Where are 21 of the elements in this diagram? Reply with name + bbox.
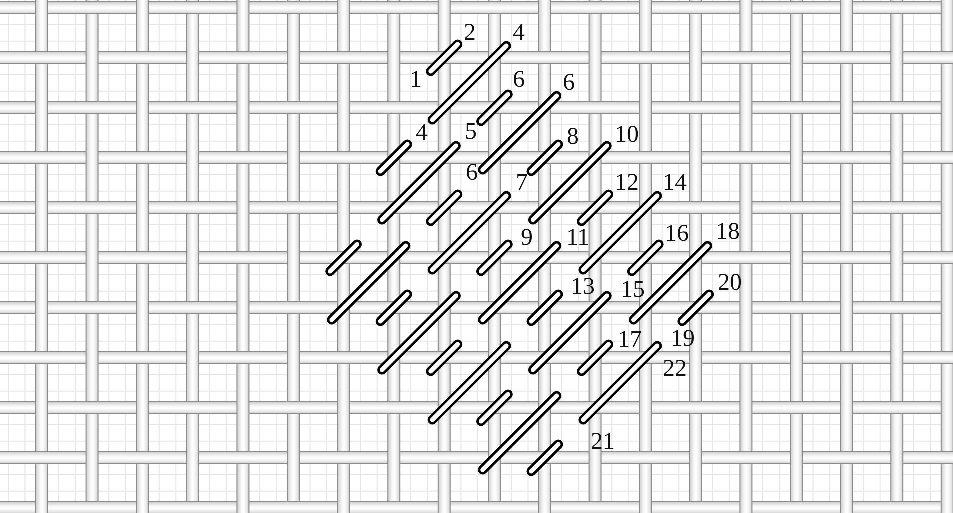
stitch-number: 14	[663, 171, 687, 195]
stitch-number: 22	[663, 357, 687, 381]
stitch-number: 7	[516, 171, 528, 195]
stitch-number: 6	[466, 161, 478, 185]
stitch-number: 18	[716, 220, 740, 244]
stitch-number: 9	[521, 226, 533, 250]
stitch-number: 13	[571, 275, 595, 299]
stitch-number: 4	[416, 121, 428, 145]
stitch-number: 1	[410, 68, 422, 92]
stitch-number: 6	[513, 68, 525, 92]
stitch-number: 16	[665, 222, 689, 246]
stitch-number: 5	[465, 120, 477, 144]
stitch-number: 10	[615, 123, 639, 147]
stitch-number: 12	[615, 171, 639, 195]
stitch-number: 4	[513, 21, 525, 45]
stitch-number: 21	[591, 430, 615, 454]
stitch-number: 17	[618, 328, 642, 352]
stitch-number: 2	[464, 21, 476, 45]
stitch-number: 19	[671, 327, 695, 351]
stitch-number: 6	[563, 71, 575, 95]
stitch-number: 20	[718, 271, 742, 295]
